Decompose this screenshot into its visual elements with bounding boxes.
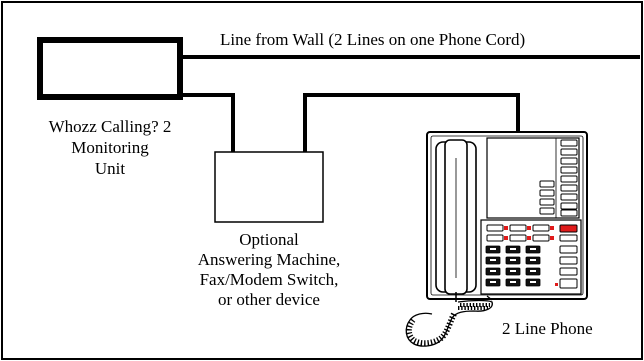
feature-keys-lower — [539, 180, 555, 215]
wire-device-to-phone — [303, 93, 520, 152]
optional-device-label-line1: Optional — [239, 230, 299, 249]
two-line-phone — [426, 131, 588, 300]
function-keys — [559, 245, 578, 289]
optional-device-label-line3: Fax/Modem Switch, — [200, 270, 339, 289]
optional-device-label-line2: Answering Machine, — [198, 250, 341, 269]
monitoring-unit-label-line1: Whozz Calling? 2 — [49, 117, 172, 136]
line-key-lamps — [504, 226, 554, 240]
red-key-icon — [559, 224, 578, 233]
handset-icon — [435, 139, 477, 295]
wall-line-label: Line from Wall (2 Lines on one Phone Cor… — [220, 30, 525, 49]
optional-device-box — [214, 151, 324, 223]
wire-monitor-to-device — [180, 93, 235, 152]
phone-label: 2 Line Phone — [502, 319, 593, 338]
monitoring-unit-label-line2: Monitoring — [71, 138, 149, 157]
monitoring-unit-box — [37, 37, 183, 100]
optional-device-label-line4: or other device — [218, 290, 320, 309]
line-keys — [486, 224, 550, 242]
coiled-cord-icon — [405, 292, 493, 347]
feature-keys-upper — [560, 139, 578, 217]
monitoring-unit-label-line3: Unit — [95, 159, 126, 178]
